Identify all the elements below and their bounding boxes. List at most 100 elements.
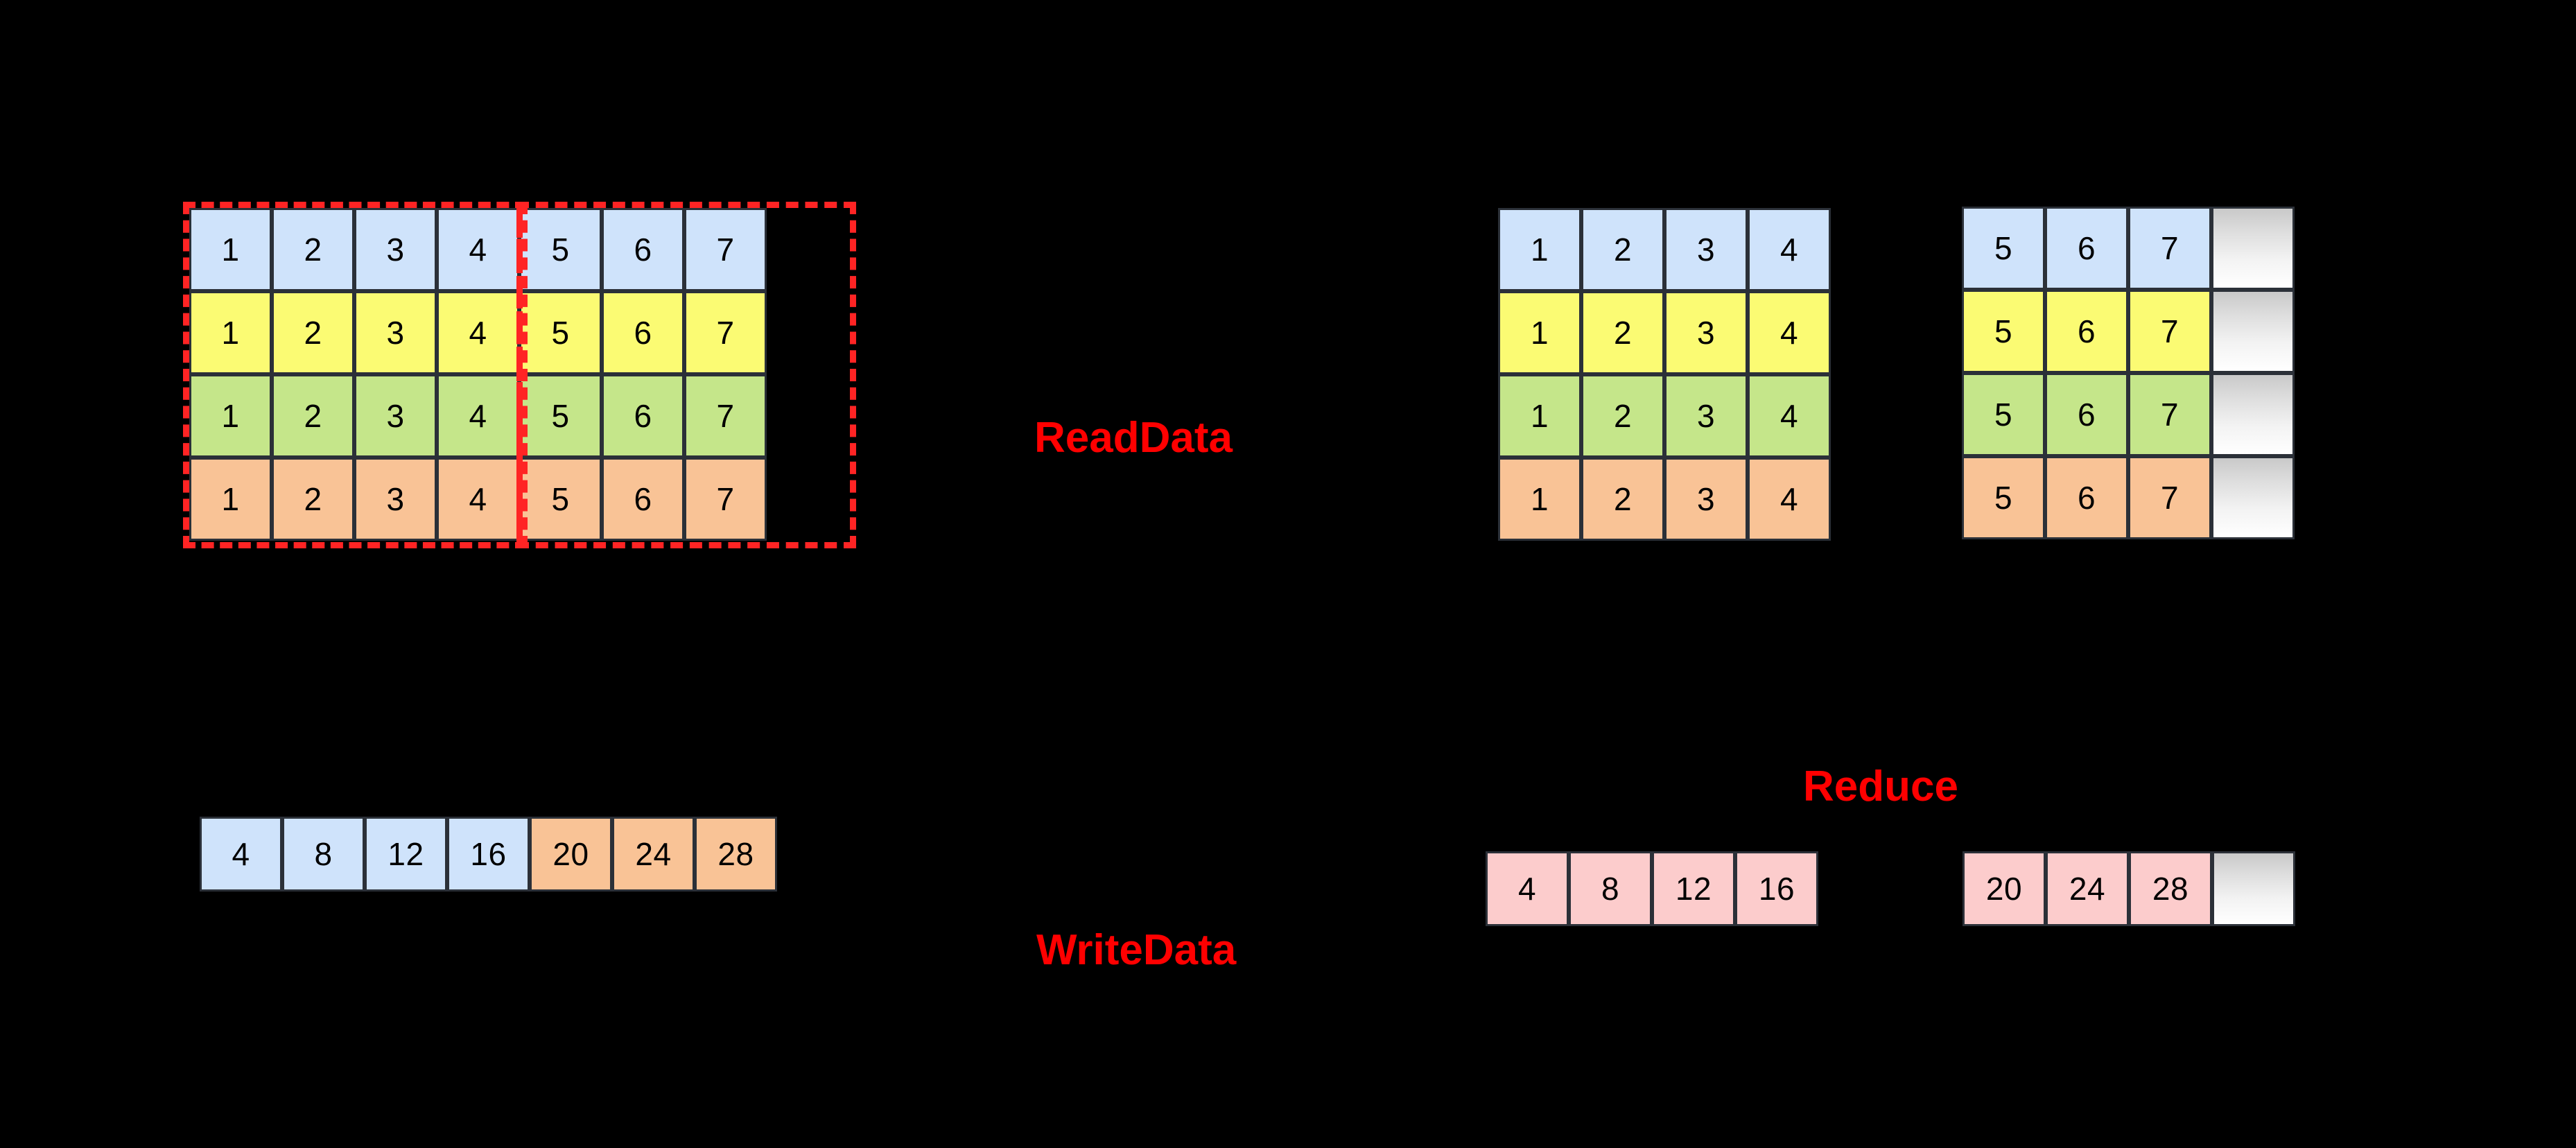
matrix-pad-cell [2211, 456, 2295, 539]
matrix-pad-cell [2211, 207, 2295, 290]
vector-cell: 12 [365, 817, 447, 892]
matrix-cell: 1 [189, 374, 272, 458]
vector-cell: 12 [1652, 851, 1735, 926]
vector-cell: 4 [200, 817, 282, 892]
matrix-cell: 3 [1664, 374, 1748, 458]
matrix-cell: 7 [684, 374, 767, 458]
vector-cell: 4 [1486, 851, 1569, 926]
matrix-pad-cell [2211, 373, 2295, 456]
matrix-cell: 6 [2045, 373, 2128, 456]
matrix-cell: 4 [1748, 374, 1831, 458]
matrix-cell: 2 [1581, 208, 1664, 291]
matrix-cell: 6 [2045, 290, 2128, 373]
matrix-cell: 7 [684, 208, 767, 291]
vector-cell: 28 [695, 817, 777, 892]
matrix-cell: 1 [1498, 374, 1581, 458]
matrix-cell: 2 [272, 291, 354, 374]
matrix-cell: 3 [354, 291, 437, 374]
matrix-cell: 4 [437, 291, 519, 374]
matrix-cell: 6 [602, 374, 684, 458]
matrix-cell: 4 [437, 458, 519, 541]
matrix-cell: 1 [1498, 458, 1581, 541]
matrix-cell: 3 [1664, 458, 1748, 541]
matrix-cell: 5 [1962, 373, 2045, 456]
matrix-cell: 2 [272, 208, 354, 291]
matrix-cell: 1 [189, 291, 272, 374]
vector-cell: 16 [1735, 851, 1818, 926]
matrix-cell: 1 [189, 458, 272, 541]
matrix-cell: 5 [519, 208, 602, 291]
matrix-cell: 3 [1664, 291, 1748, 374]
matrix-cell: 2 [272, 458, 354, 541]
vector-cell: 20 [530, 817, 612, 892]
vector-cell: 28 [2129, 851, 2212, 926]
vector-cell: 8 [282, 817, 365, 892]
matrix-cell: 7 [2128, 373, 2211, 456]
matrix-cell: 5 [519, 458, 602, 541]
matrix-cell: 6 [602, 291, 684, 374]
matrix-cell: 1 [189, 208, 272, 291]
matrix-cell: 6 [602, 458, 684, 541]
matrix-cell: 6 [2045, 456, 2128, 539]
matrix-cell: 5 [519, 291, 602, 374]
vector-cell: 24 [2046, 851, 2129, 926]
matrix-cell: 2 [1581, 374, 1664, 458]
matrix-pad-cell [2211, 290, 2295, 373]
matrix-cell: 4 [1748, 458, 1831, 541]
matrix-cell: 4 [437, 208, 519, 291]
vector-cell: 16 [447, 817, 530, 892]
matrix-cell: 1 [1498, 291, 1581, 374]
matrix-cell: 4 [437, 374, 519, 458]
vector-pad-cell [2212, 851, 2295, 926]
matrix-cell: 3 [1664, 208, 1748, 291]
matrix-cell: 5 [519, 374, 602, 458]
matrix-cell: 4 [1748, 291, 1831, 374]
matrix-cell: 3 [354, 208, 437, 291]
matrix-cell: 2 [1581, 458, 1664, 541]
matrix-cell: 7 [684, 458, 767, 541]
partition-divider [516, 205, 523, 546]
read-data-label: ReadData [1034, 414, 1233, 462]
matrix-cell: 7 [684, 291, 767, 374]
matrix-cell: 2 [1581, 291, 1664, 374]
matrix-cell: 6 [2045, 207, 2128, 290]
matrix-cell: 5 [1962, 456, 2045, 539]
vector-cell: 8 [1569, 851, 1652, 926]
matrix-cell: 3 [354, 458, 437, 541]
write-data-label: WriteData [1036, 926, 1237, 974]
matrix-cell: 3 [354, 374, 437, 458]
vector-cell: 20 [1963, 851, 2046, 926]
vector-cell: 24 [612, 817, 695, 892]
matrix-cell: 7 [2128, 207, 2211, 290]
matrix-cell: 7 [2128, 456, 2211, 539]
matrix-cell: 7 [2128, 290, 2211, 373]
matrix-cell: 2 [272, 374, 354, 458]
matrix-cell: 5 [1962, 207, 2045, 290]
matrix-cell: 6 [602, 208, 684, 291]
reduce-label: Reduce [1803, 763, 1958, 810]
matrix-cell: 1 [1498, 208, 1581, 291]
matrix-cell: 5 [1962, 290, 2045, 373]
